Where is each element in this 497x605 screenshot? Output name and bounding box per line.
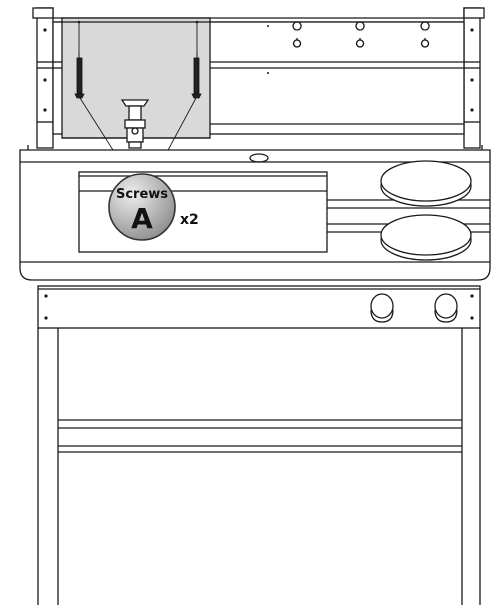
callout-quantity: x2 (180, 212, 199, 228)
valve-fitting (120, 99, 150, 149)
knob-icon[interactable] (370, 293, 394, 323)
screw-icon (74, 20, 85, 99)
keyhole-slot-icon (420, 21, 430, 48)
callout-label-letter: A (131, 202, 153, 235)
burner-pad-icon (380, 160, 472, 207)
left-post-cap (32, 7, 54, 19)
screws-callout: Screws A x2 (108, 173, 199, 241)
burner-pad-icon (380, 214, 472, 261)
front-control-panel (37, 285, 481, 329)
callout-label-top: Screws (116, 187, 168, 202)
knob-icon[interactable] (434, 293, 458, 323)
keyhole-slot-icon (355, 21, 365, 48)
keyhole-slot-icon (292, 21, 302, 48)
right-post-cap (463, 7, 485, 19)
lower-frame (37, 328, 481, 605)
callout-circle (108, 173, 176, 241)
screw-icon (191, 20, 202, 99)
